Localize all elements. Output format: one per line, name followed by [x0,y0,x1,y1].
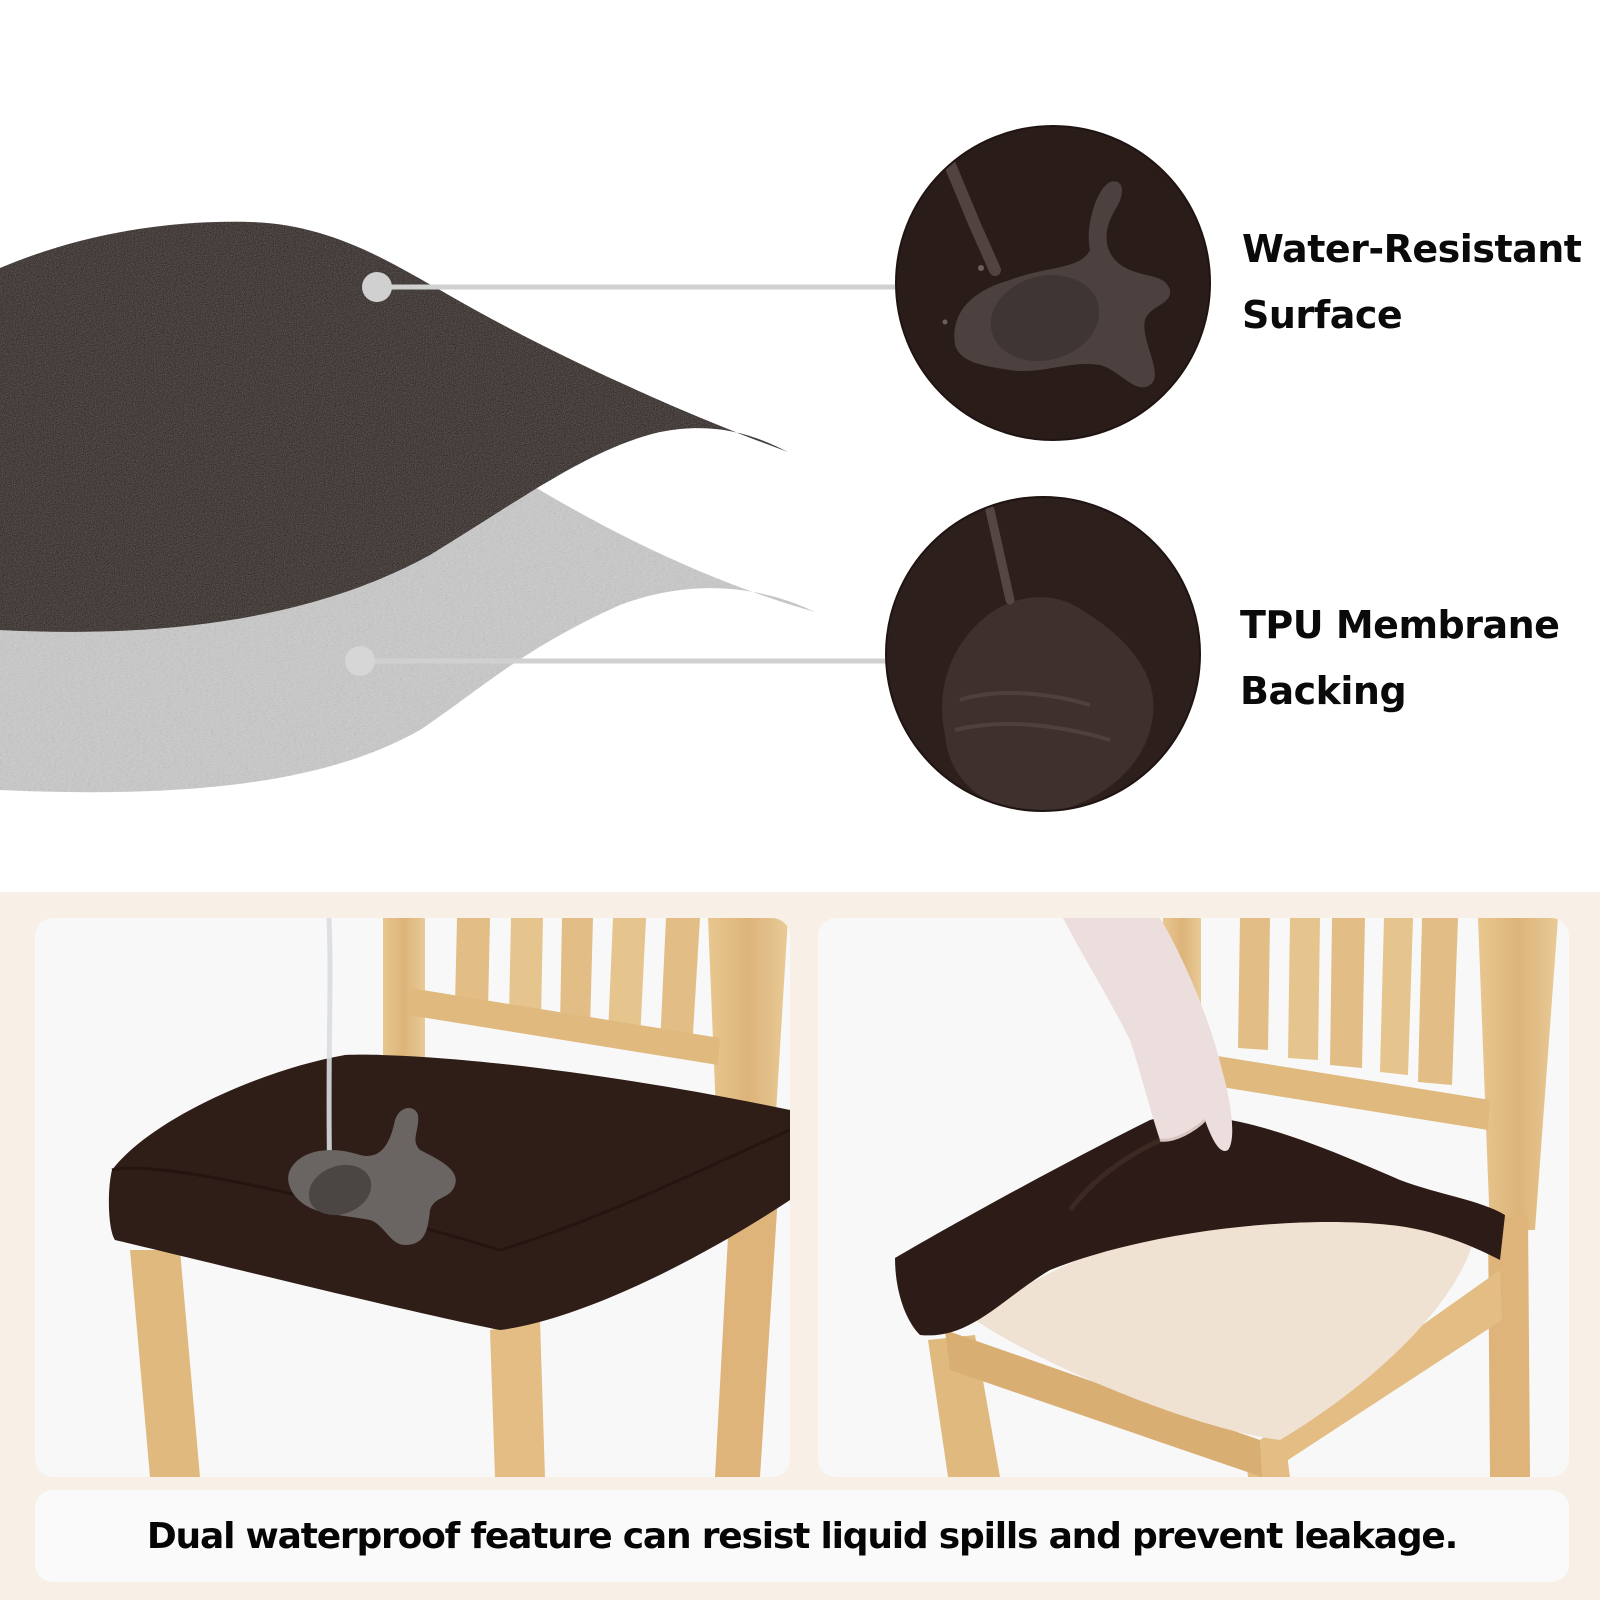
tpu-membrane-closeup [886,497,1200,811]
chair-cover-removal-illustration [895,918,1558,1477]
feature-label-line: TPU Membrane [1240,603,1560,647]
water-resistant-surface-layer [0,221,788,632]
feature-label-tpu-membrane: TPU Membrane Backing [1240,592,1560,724]
feature-label-water-resistant: Water-Resistant Surface [1242,216,1582,348]
panel-chair-with-spill [35,918,790,1477]
caption-box: Dual waterproof feature can resist liqui… [35,1490,1569,1582]
panel-chair-cover-removal [818,918,1569,1477]
chair-spill-illustration [108,918,790,1477]
feature-label-line: Surface [1242,293,1403,337]
feature-label-line: Backing [1240,669,1407,713]
closeup-ring-top [895,125,1211,441]
water-resistant-closeup [896,126,1210,440]
connector-dot-top [362,272,392,302]
caption-text: Dual waterproof feature can resist liqui… [146,1515,1458,1557]
fabric-layers-illustration [0,125,1211,812]
tpu-membrane-layer [0,472,815,793]
closeup-ring-bottom [885,496,1201,812]
feature-label-line: Water-Resistant [1242,227,1582,271]
connector-dot-bottom [345,646,375,676]
